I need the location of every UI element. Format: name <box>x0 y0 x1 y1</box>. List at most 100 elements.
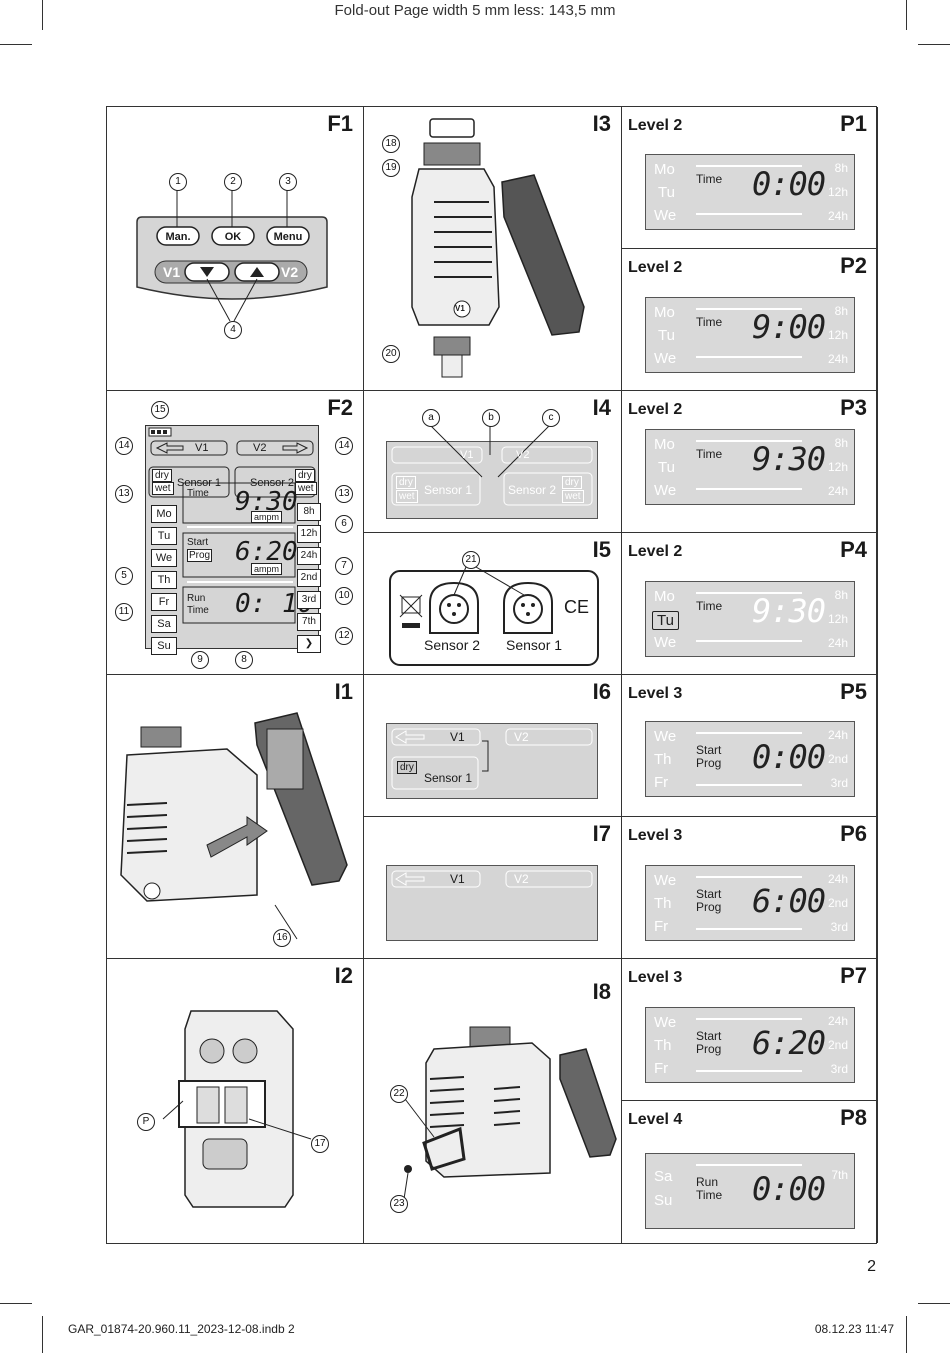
panel-p2: Level 2 P2 Mo Tu We Time 9:00 8h 12h 24h <box>622 249 878 391</box>
lcd-value: 0:00 <box>752 165 826 203</box>
panel-i5: I5 Sensor 2 Sensor 1 CE 21 <box>364 533 622 675</box>
prog-label: Prog <box>187 549 213 562</box>
day-label: Mo <box>654 436 675 453</box>
valve-unit-illustration <box>411 118 585 378</box>
sensor-2-label: Sensor 2 <box>250 477 295 489</box>
day-th: Th <box>151 571 177 589</box>
panel-i3: I3 V1 18 19 20 <box>364 107 622 391</box>
crop-mark <box>42 0 43 30</box>
day-mo: Mo <box>151 505 177 523</box>
control-panel-illustration <box>136 189 328 322</box>
side-label: 24h <box>827 1014 848 1028</box>
callout-9: 9 <box>191 651 209 669</box>
time-label: Time <box>187 488 209 499</box>
ce-mark: CE <box>564 597 590 617</box>
v1-label: V1 <box>455 304 465 313</box>
side-label: 8h <box>834 436 848 450</box>
panel-title: P1 <box>840 111 867 136</box>
panel-title: P3 <box>840 395 867 420</box>
day-label-selected: Tu <box>652 611 679 630</box>
side-label: 3rd <box>830 920 848 934</box>
side-label: 12h <box>827 460 848 474</box>
callout-18: 18 <box>382 135 400 153</box>
lcd-label: Prog <box>696 900 722 914</box>
panel-title: I3 <box>592 111 611 136</box>
callout-13-right: 13 <box>335 485 353 503</box>
panel-title: I2 <box>334 963 353 988</box>
crop-mark <box>0 1303 32 1304</box>
crop-mark <box>918 1303 950 1304</box>
fold-out-note: Fold-out Page width 5 mm less: 143,5 mm <box>334 2 616 19</box>
callout-20: 20 <box>382 345 400 363</box>
crop-mark <box>906 1316 907 1353</box>
dry-indicator: dry <box>295 469 315 482</box>
button-24h: 24h <box>297 547 321 565</box>
lcd-label: Run <box>696 1175 719 1189</box>
lcd-label: Prog <box>696 756 722 770</box>
crop-mark <box>906 0 907 30</box>
lcd-label: Time <box>696 172 723 186</box>
lcd-display: Mo Tu We Time 9:30 8h 12h 24h <box>645 429 855 505</box>
wet-indicator: wet <box>562 490 584 503</box>
wet-indicator: wet <box>396 490 418 503</box>
v2-label: V2 <box>516 449 530 461</box>
v1-label: V1 <box>195 442 209 454</box>
lcd-display: We Th Fr Start Prog 6:20 24h 2nd 3rd <box>645 1007 855 1083</box>
callout-1: 1 <box>169 173 187 191</box>
button-7th: 7th <box>297 613 321 631</box>
callout-3: 3 <box>279 173 297 191</box>
day-label: We <box>654 728 677 745</box>
callout-13-left: 13 <box>115 485 133 503</box>
callout-p: P <box>137 1113 155 1131</box>
v1-label: V1 <box>450 872 465 886</box>
crop-mark <box>0 44 32 45</box>
day-label: Fr <box>654 918 669 935</box>
button-12h: 12h <box>297 525 321 543</box>
single-sensor-graphics <box>391 728 593 790</box>
start-value: 6:20 <box>235 537 298 567</box>
panel-p5: Level 3 P5 We Th Fr Start Prog 0:00 24h … <box>622 675 878 817</box>
lcd-label: Start <box>696 887 722 901</box>
sensor-2-label: Sensor 2 <box>508 483 557 497</box>
callout-a: a <box>422 409 440 427</box>
level-label: Level 3 <box>628 827 683 844</box>
lcd-label: Start <box>696 743 722 757</box>
panel-f2: F2 V1 V2 dry wet Sensor 1 Sensor 2 dry w… <box>107 391 364 675</box>
panel-title: I6 <box>592 679 611 704</box>
man-button: Man. <box>165 231 191 243</box>
ampm-indicator: ampm <box>251 511 283 523</box>
side-label: 24h <box>827 728 848 742</box>
sensor-1-label: Sensor 1 <box>177 477 222 489</box>
panel-i2: I2 P 17 <box>107 959 364 1243</box>
lcd-display: We Th Fr Start Prog 0:00 24h 2nd 3rd <box>645 721 855 797</box>
dry-indicator: dry <box>152 469 172 482</box>
no-sensor-graphics <box>391 870 593 888</box>
panel-f1: F1 Man. OK Menu V1 V2 1 2 3 4 <box>107 107 364 391</box>
level-label: Level 2 <box>628 401 683 418</box>
day-label: Th <box>654 895 672 912</box>
v2-label: V2 <box>514 730 529 744</box>
side-label: 12h <box>827 185 848 199</box>
callout-14-right: 14 <box>335 437 353 455</box>
dry-indicator: dry <box>396 476 416 489</box>
callout-10: 10 <box>335 587 353 605</box>
lcd-label: Time <box>696 599 723 613</box>
day-tu: Tu <box>151 527 177 545</box>
panel-p7: Level 3 P7 We Th Fr Start Prog 6:20 24h … <box>622 959 878 1101</box>
sensor-ports-illustration <box>389 566 599 666</box>
side-label: 24h <box>827 484 848 498</box>
side-label: 24h <box>827 352 848 366</box>
side-label: 8h <box>834 161 848 175</box>
wet-indicator: wet <box>295 482 317 495</box>
crop-mark <box>42 1316 43 1353</box>
v2-label: V2 <box>514 872 529 886</box>
panel-title: I4 <box>592 395 611 420</box>
callout-7: 7 <box>335 557 353 575</box>
lcd-label: Time <box>696 1188 723 1202</box>
side-label: 7th <box>831 1168 848 1182</box>
panel-title: I1 <box>334 679 353 704</box>
lcd-value: 6:00 <box>752 882 826 920</box>
v2-label: V2 <box>253 442 267 454</box>
footer-date: 08.12.23 11:47 <box>814 1322 894 1336</box>
side-label: 8h <box>834 588 848 602</box>
